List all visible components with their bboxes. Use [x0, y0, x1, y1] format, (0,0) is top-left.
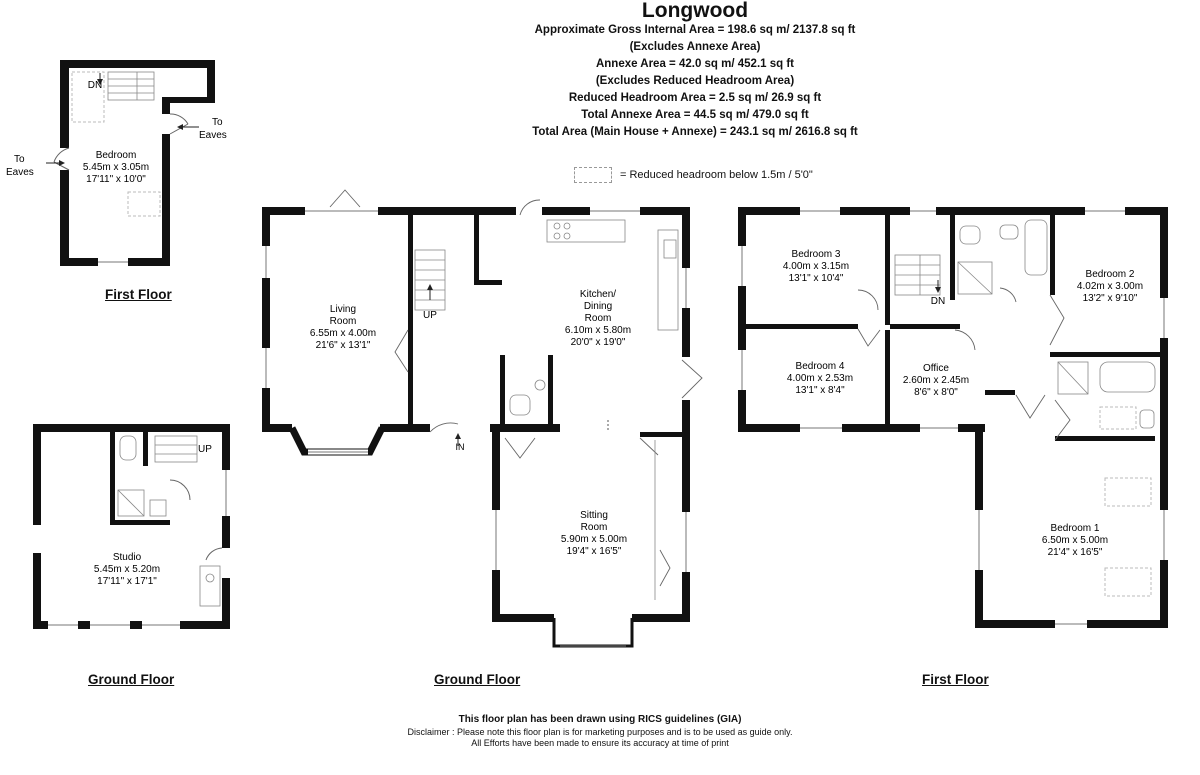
room-name: Bedroom [96, 150, 137, 161]
main-first-floor-plan: DN Bedroom 3 4.00m x 3.15m 13'1" x 10'4"… [738, 207, 1168, 628]
area-line: Approximate Gross Internal Area = 198.6 … [534, 24, 856, 36]
rics-note: This floor plan has been drawn using RIC… [458, 714, 742, 725]
to-eaves-label: Eaves [199, 130, 227, 141]
room-dimensions-metric: 2.60m x 2.45m [903, 375, 969, 386]
room-dimensions-metric: 4.00m x 2.53m [787, 373, 853, 384]
room-dimensions-imperial: 19'4" x 16'5" [567, 546, 622, 557]
room-name: Room [581, 522, 608, 533]
room-dimensions-imperial: 13'2" x 9'10" [1083, 293, 1138, 304]
room-name: Living [330, 304, 356, 315]
plan-title: Longwood [641, 0, 749, 22]
to-eaves-label: Eaves [6, 167, 34, 178]
room-dimensions-metric: 5.45m x 5.20m [94, 564, 160, 575]
room-dimensions-metric: 6.50m x 5.00m [1042, 535, 1108, 546]
area-line: Total Annexe Area = 44.5 sq m/ 479.0 sq … [581, 109, 809, 121]
room-name: Dining [584, 301, 612, 312]
area-line: Annexe Area = 42.0 sq m/ 452.1 sq ft [595, 58, 795, 70]
annexe-first-floor-plan: DN To Eaves To Eaves Bedroom 5.45m x 3.0… [6, 60, 227, 266]
area-line: (Excludes Annexe Area) [629, 41, 761, 53]
stairs-down-label: DN [931, 296, 945, 307]
disclaimer-line: All Efforts have been made to ensure its… [471, 738, 729, 748]
room-name: Sitting [580, 510, 608, 521]
floor-label-annexe-ground: Ground Floor [88, 672, 175, 687]
legend-text: = Reduced headroom below 1.5m / 5'0" [620, 169, 813, 181]
to-eaves-label: To [212, 117, 223, 128]
floor-label-main-first: First Floor [922, 672, 989, 687]
legend: = Reduced headroom below 1.5m / 5'0" [574, 166, 813, 184]
room-dimensions-metric: 6.10m x 5.80m [565, 325, 631, 336]
room-dimensions-metric: 4.00m x 3.15m [783, 261, 849, 272]
room-name: Bedroom 3 [792, 249, 841, 260]
area-line: (Excludes Reduced Headroom Area) [595, 75, 795, 87]
room-dimensions-imperial: 21'4" x 16'5" [1048, 547, 1103, 558]
footer: This floor plan has been drawn using RIC… [300, 713, 900, 749]
room-dimensions-metric: 6.55m x 4.00m [310, 328, 376, 339]
room-dimensions-metric: 5.90m x 5.00m [561, 534, 627, 545]
room-dimensions-imperial: 17'11" x 17'1" [97, 576, 157, 587]
disclaimer-line: Disclaimer : Please note this floor plan… [407, 727, 793, 737]
stairs-up-label: UP [423, 310, 437, 321]
floor-label-annexe-first: First Floor [105, 287, 172, 302]
room-dimensions-metric: 4.02m x 3.00m [1077, 281, 1143, 292]
stairs-up-label: UP [198, 444, 212, 455]
room-name: Bedroom 2 [1086, 269, 1135, 280]
room-name: Room [330, 316, 357, 327]
to-eaves-label: To [14, 154, 25, 165]
area-line: Total Area (Main House + Annexe) = 243.1… [532, 126, 858, 138]
room-name: Kitchen/ [580, 289, 616, 300]
area-line: Reduced Headroom Area = 2.5 sq m/ 26.9 s… [568, 92, 822, 104]
entrance-label: IN [456, 442, 465, 452]
reduced-headroom-swatch [574, 167, 612, 183]
room-dimensions-imperial: 20'0" x 19'0" [571, 337, 626, 348]
room-dimensions-imperial: 8'6" x 8'0" [914, 387, 958, 398]
room-name: Bedroom 1 [1051, 523, 1100, 534]
annexe-ground-floor-plan: UP Studio 5.45m x 5.20m 17'11" x 17'1" [33, 424, 230, 629]
room-name: Office [923, 363, 949, 374]
stairs-down-label: DN [88, 80, 102, 91]
floor-label-main-ground: Ground Floor [434, 672, 521, 687]
header: Longwood Approximate Gross Internal Area… [430, 0, 960, 141]
room-name: Studio [113, 552, 142, 563]
room-dimensions-imperial: 13'1" x 10'4" [789, 273, 844, 284]
room-dimensions-imperial: 13'1" x 8'4" [795, 385, 845, 396]
room-dimensions-metric: 5.45m x 3.05m [83, 162, 149, 173]
room-name: Bedroom 4 [796, 361, 845, 372]
room-dimensions-imperial: 17'11" x 10'0" [86, 174, 146, 185]
main-ground-floor-plan: UP IN Living Room 6.55m x 4.00m 21'6" x … [262, 189, 703, 648]
room-name: Room [585, 313, 612, 324]
room-dimensions-imperial: 21'6" x 13'1" [316, 340, 371, 351]
